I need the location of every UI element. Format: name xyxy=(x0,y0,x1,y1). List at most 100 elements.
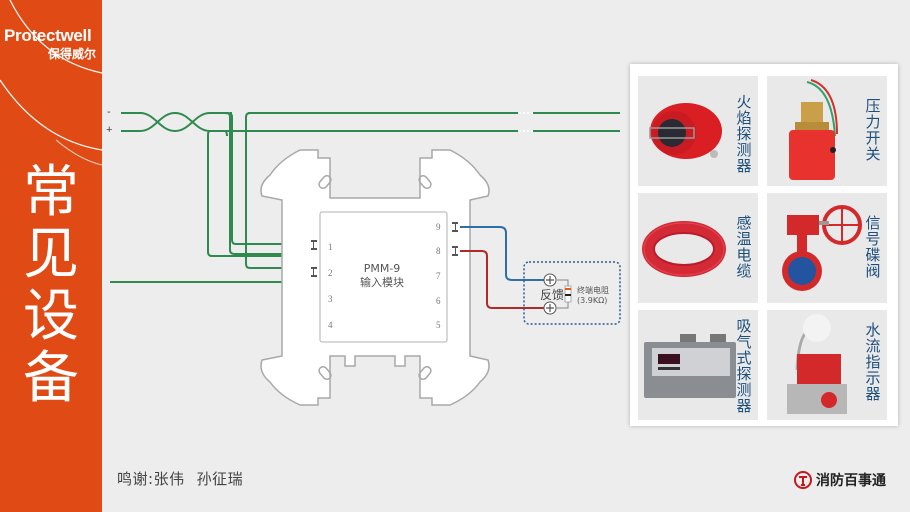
device-card-water-flow-indicator: 水 流 指 示 器 xyxy=(767,310,887,420)
footer-logo: 消防百事通 xyxy=(794,470,886,490)
device-label: 火 焰 探 测 器 xyxy=(736,94,752,174)
label-char: 缆 xyxy=(736,262,752,280)
feedback-device-box xyxy=(523,261,621,325)
pin-label: 3 xyxy=(328,294,333,304)
signal-butterfly-valve-icon xyxy=(782,205,862,291)
module-label: PMM-9 输入模块 xyxy=(342,262,422,290)
label-char: 号 xyxy=(865,230,881,248)
label-char: 器 xyxy=(865,385,881,403)
decorative-arcs xyxy=(0,0,102,166)
label-char: 电 xyxy=(736,246,752,264)
bus-break-dots xyxy=(519,112,533,132)
module-type: 输入模块 xyxy=(360,276,404,289)
terminal-2 xyxy=(311,267,317,277)
pin-label: 9 xyxy=(436,222,441,232)
label-char: 器 xyxy=(736,157,752,175)
device-label: 压 力 开 关 xyxy=(865,98,881,162)
label-char: 水 xyxy=(865,321,881,339)
label-char: 感 xyxy=(736,214,752,232)
feedback-terminals xyxy=(543,273,569,315)
label-char: 力 xyxy=(865,113,881,131)
brand-logo-cn: 保得威尔 xyxy=(48,47,97,61)
aspirating-detector-icon xyxy=(644,334,736,398)
module-model: PMM-9 xyxy=(363,262,401,275)
credit-name: 孙征瑞 xyxy=(196,470,244,488)
resistor-icon xyxy=(564,285,572,303)
label-char: 流 xyxy=(865,337,881,355)
label-char: 测 xyxy=(736,141,752,159)
label-char: 指 xyxy=(865,353,881,371)
label-char: 式 xyxy=(736,349,752,367)
page-title: 常 见 设 备 xyxy=(18,162,84,410)
title-char: 备 xyxy=(23,346,79,411)
label-char: 阀 xyxy=(865,262,881,280)
label-char: 碟 xyxy=(865,246,881,264)
bus-wire-b xyxy=(121,111,228,137)
device-card-signal-butterfly-valve: 信 号 碟 阀 xyxy=(767,193,887,303)
pressure-switch-icon xyxy=(789,79,838,180)
bus-break-marks xyxy=(518,111,532,133)
bus-wire-2a xyxy=(245,112,301,273)
device-label: 吸 气 式 探 测 器 xyxy=(736,318,752,414)
bus-wire-2b xyxy=(110,271,301,283)
credit-name: 张伟 xyxy=(153,470,185,488)
pin-label: 1 xyxy=(328,242,333,252)
sidebar: Protectwell 保得威尔 常 见 设 备 xyxy=(0,0,102,512)
fire-extinguisher-logo-icon xyxy=(794,471,812,489)
label-char: 测 xyxy=(736,381,752,399)
title-char: 常 xyxy=(23,160,79,225)
title-char: 设 xyxy=(23,284,79,349)
credits-prefix: 鸣谢: xyxy=(117,470,154,488)
terminals xyxy=(311,222,458,277)
module-body xyxy=(319,211,448,343)
device-card-pressure-switch: 压 力 开 关 xyxy=(767,76,887,186)
terminal-8 xyxy=(452,246,458,256)
label-char: 吸 xyxy=(736,317,752,335)
label-char: 关 xyxy=(865,145,881,163)
pin-label: 4 xyxy=(328,320,333,330)
signal-wire-blue xyxy=(460,226,548,281)
label-char: 开 xyxy=(865,129,881,147)
terminal-1 xyxy=(311,240,317,250)
title-char: 见 xyxy=(23,222,79,287)
label-char: 探 xyxy=(736,125,752,143)
label-char: 信 xyxy=(865,214,881,232)
bus-wire-1a xyxy=(225,112,301,247)
heat-sensing-cable-icon xyxy=(642,221,726,277)
credits: 鸣谢:张伟孙征瑞 xyxy=(117,468,247,489)
device-card-flame-detector: 火 焰 探 测 器 xyxy=(638,76,758,186)
pin-label: 8 xyxy=(436,246,441,256)
resistor-label: 终端电阻 (3.9KΩ) xyxy=(577,286,609,306)
pin-label: 5 xyxy=(436,320,441,330)
bus-wire-1b xyxy=(207,130,301,257)
devices-panel: 火 焰 探 测 器 压 力 开 关 感 xyxy=(630,64,898,426)
device-card-aspirating-detector: 吸 气 式 探 测 器 xyxy=(638,310,758,420)
footer-logo-text: 消防百事通 xyxy=(816,473,886,489)
label-char: 压 xyxy=(865,97,881,115)
device-label: 感 温 电 缆 xyxy=(736,215,752,279)
pin-label: 7 xyxy=(436,271,441,281)
pin-label: 2 xyxy=(328,268,333,278)
pin-label: 6 xyxy=(436,296,441,306)
device-card-heat-sensing-cable: 感 温 电 缆 xyxy=(638,193,758,303)
label-char: 气 xyxy=(736,333,752,351)
feedback-label: 反馈 xyxy=(540,288,565,302)
terminal-9 xyxy=(452,222,458,232)
water-flow-indicator-icon xyxy=(787,314,847,414)
device-label: 信 号 碟 阀 xyxy=(865,215,881,279)
device-label: 水 流 指 示 器 xyxy=(865,322,881,402)
label-char: 温 xyxy=(736,230,752,248)
label-char: 示 xyxy=(865,369,881,387)
label-char: 探 xyxy=(736,365,752,383)
resistor-value: (3.9KΩ) xyxy=(577,296,608,305)
label-char: 火 xyxy=(736,93,752,111)
brand-logo-en: Protectwell xyxy=(4,26,92,45)
flame-detector-icon xyxy=(649,103,722,159)
negative-label: - xyxy=(107,106,111,118)
resistor-name: 终端电阻 xyxy=(577,286,609,295)
label-char: 焰 xyxy=(736,109,752,127)
label-char: 器 xyxy=(736,397,752,415)
signal-wire-red xyxy=(460,250,548,309)
mount-slots xyxy=(318,174,432,381)
